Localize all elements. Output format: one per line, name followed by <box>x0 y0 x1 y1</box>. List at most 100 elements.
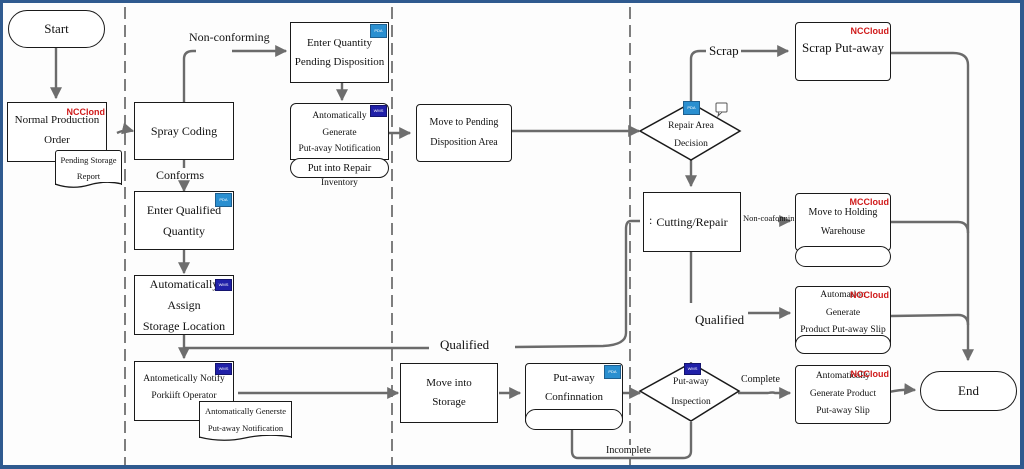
order-title-line1: Normal Production <box>14 114 100 126</box>
order-title-line2: Order <box>44 133 70 146</box>
scrap-label: Scrap <box>709 43 739 58</box>
spray-coding-label: Spray Coding <box>150 123 218 138</box>
pending-area-line1: Move to Pending <box>429 117 499 128</box>
putaway-doc-line2: Put-away Notification <box>207 423 284 433</box>
ncc-tag: MCCloud <box>849 197 890 207</box>
non-conforming-label: Non-conforming <box>189 30 270 44</box>
cutting-prefix: : <box>649 213 653 227</box>
spray-coding-node[interactable]: Spray Coding <box>134 102 234 160</box>
decision-line1: Repair Area <box>668 121 714 131</box>
slip1-line3: Product Put-away Slip <box>800 325 886 336</box>
storage-line2: Storage <box>432 396 466 408</box>
cutting-repair-label: Cutting/Repair <box>656 214 728 229</box>
inspection-line1: Put-away <box>673 377 709 387</box>
enter-quantity-pending-node[interactable]: PDA Enter Quantity Pending Disposition <box>290 22 389 83</box>
putaway-doc-line1: Antomatically Generste <box>205 406 286 416</box>
incomplete-label: Incomplete <box>606 445 651 456</box>
assign-line3: Storage Location <box>142 318 226 333</box>
diagram-canvas: Start NCClond Normal Production Order Pe… <box>3 3 1020 465</box>
ncc-tag: NCCloud <box>850 369 890 379</box>
pending-area-line2: Disposition Area <box>430 137 498 148</box>
slip1-line2: Generate <box>825 307 861 318</box>
autogen-line2: Generate <box>322 127 357 138</box>
edge-repair-qualified-loop <box>514 219 640 349</box>
auto-generate-putaway-node[interactable]: WMS Antomatically Generate Put-avay Noti… <box>290 103 389 160</box>
report-line2: Report <box>76 171 101 181</box>
confirm-line1: Put-away <box>553 372 595 384</box>
end-label: End <box>958 382 979 398</box>
move-into-storage-node[interactable]: Move into Storage <box>400 363 498 423</box>
confirmation-pill <box>525 409 623 430</box>
move-to-holding-node[interactable]: MCCloud Move to Holding Warehouse <box>795 193 891 251</box>
conforms-label: Conforms <box>156 168 204 182</box>
edge-scrap-to-end <box>891 51 974 362</box>
autogen-line1: Antomatically <box>312 111 367 121</box>
putaway-inspection-shape[interactable] <box>638 362 741 422</box>
qualified-repair-label: Qualified <box>695 312 745 327</box>
assign-line1: Automatically <box>149 276 219 291</box>
scrap-putaway-node[interactable]: NCCloud Scrap Put-away <box>795 22 891 81</box>
autogen-line3: Put-avay Notification <box>298 144 381 155</box>
wms-badge-icon: WMS <box>215 363 232 375</box>
slip1-line1: Automation <box>820 290 866 300</box>
auto-generate-putaway-doc[interactable]: Antomatically Generste Put-away Notifica… <box>199 401 292 441</box>
slip2-line3: Put-away Slip <box>816 406 870 417</box>
notify-line1: Antometically Notify <box>143 374 225 384</box>
putaway-inspection-text: Put-away Inspection <box>658 373 724 413</box>
confirm-line2: Confinnation <box>544 390 604 403</box>
repair-area-decision-shape[interactable] <box>638 102 742 161</box>
non-conforming-small-label: Non-coafonning <box>743 213 799 223</box>
pda-badge-icon: PDA <box>215 193 232 207</box>
edge-spray-nonconforming <box>182 49 196 102</box>
inspection-line2: Inspection <box>671 396 711 407</box>
comment-icon <box>715 102 728 118</box>
edge-inspection-complete <box>738 387 792 399</box>
edge-slip-to-end <box>888 383 917 396</box>
storage-line1: Move into <box>426 377 472 390</box>
wms-badge-icon: WMS <box>215 279 232 291</box>
put-into-repair-pill[interactable]: Put into Repair <box>290 158 389 178</box>
ncc-tag: NCClond <box>66 107 106 117</box>
pending-storage-report-doc[interactable]: Pending Storage Report <box>55 150 122 188</box>
end-terminal[interactable]: End <box>920 371 1017 411</box>
complete-label: Complete <box>741 374 780 385</box>
doc-wave <box>55 182 122 188</box>
enter-qualified-quantity-node[interactable]: PDA Enter Qualified Quantity <box>134 191 234 250</box>
auto-generate-product-slip-2-node[interactable]: NCCloud Antomatically Generate Product P… <box>795 365 891 424</box>
edge-slip1-to-end <box>890 313 970 326</box>
cutting-repair-node[interactable]: : Cutting/Repair <box>643 192 741 252</box>
report-line1: Pending Storage <box>60 154 117 165</box>
pda-badge-icon: PDA <box>604 365 621 379</box>
edge-decision-scrap <box>689 49 706 103</box>
repair-pill-line1: Put into Repair <box>307 162 372 174</box>
connectors-layer <box>50 7 974 465</box>
repair-inventory-label: Inventory <box>321 178 358 188</box>
slip2-line2: Generate Product <box>809 388 877 399</box>
start-terminal[interactable]: Start <box>8 10 105 48</box>
enter-qty-line2: Pending Disposition <box>294 55 385 68</box>
edge-holding-to-end <box>891 220 970 234</box>
holding-pill <box>795 246 891 267</box>
auto-assign-storage-node[interactable]: WMS Automatically Assign Storage Locatio… <box>134 275 234 335</box>
enter-qualified-line1: Enter Qualified <box>146 203 222 218</box>
pda-badge-icon: PDA <box>370 24 387 38</box>
qualified-loop-label: Qualified <box>440 337 490 352</box>
wms-badge-icon: WMS <box>370 105 387 117</box>
notify-line2: Porkiift Operator <box>151 390 217 401</box>
ncc-tag: NCCloud <box>850 26 890 36</box>
holding-line1: Move to Holding <box>808 207 878 218</box>
pda-badge-icon: PDA <box>683 101 700 115</box>
slip1-pill <box>795 335 891 354</box>
scrap-putaway-label: Scrap Put-away <box>802 40 884 55</box>
ncc-tag: NOCloud <box>850 290 889 300</box>
holding-line2: Warehouse <box>820 226 866 237</box>
edge-order-to-spray <box>116 122 135 135</box>
wms-badge-icon: WMS <box>684 363 701 375</box>
edge-inspection-incomplete <box>566 416 693 460</box>
enter-qty-line1: Enter Quantity <box>306 36 373 49</box>
doc-wave <box>199 435 292 441</box>
start-label: Start <box>44 20 69 36</box>
decision-line2: Decision <box>674 139 708 150</box>
assign-line2: Assign <box>167 297 201 312</box>
move-to-pending-area-node[interactable]: Move to Pending Disposition Area <box>416 104 512 162</box>
